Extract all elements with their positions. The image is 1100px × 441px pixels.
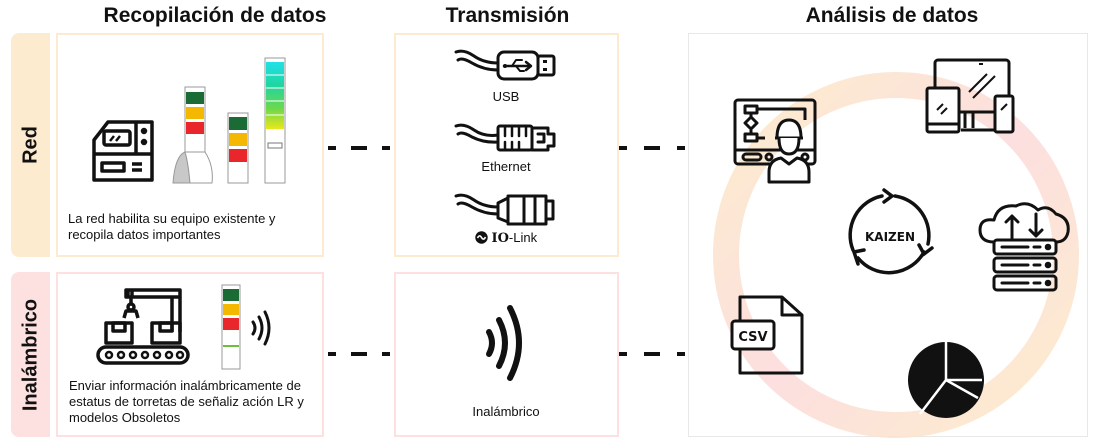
devices-icon: [925, 58, 1015, 134]
signal-tower-multicolor-icon: [264, 57, 286, 184]
analysis-cycle-ring: [713, 72, 1079, 438]
red-transmission-panel: [394, 33, 619, 257]
wireless-collection-caption: Enviar información inalámbricamente de e…: [69, 378, 304, 425]
cloud-server-icon: [978, 202, 1070, 292]
wireless-signal-icon: [486, 305, 522, 381]
signal-tower-led-icon: [172, 86, 213, 184]
wireless-transmission-label: Inalámbrico: [472, 404, 540, 419]
iolink-cable-icon: [454, 193, 555, 226]
red-collection-caption: La red habilita su equipo existente y re…: [68, 211, 276, 242]
kaizen-cycle-icon: KAIZEN: [848, 188, 934, 275]
usb-cable-icon: [454, 49, 556, 81]
engineer-flowchart-icon: [733, 98, 817, 184]
row-label-wireless-text: Inalámbrico: [19, 298, 41, 411]
iolink-logo-icon: [475, 231, 488, 244]
column-title-transmission: Transmisión: [445, 4, 570, 27]
pie-chart-icon: [908, 342, 984, 418]
kaizen-label: KAIZEN: [865, 230, 915, 244]
machine-icon: [92, 120, 154, 182]
row-label-red: Red: [11, 33, 50, 257]
ethernet-cable-icon: [454, 123, 556, 152]
column-title-collection: Recopilación de datos: [103, 4, 327, 27]
row-label-wireless: Inalámbrico: [11, 272, 50, 437]
wireless-collection-panel: [56, 272, 324, 437]
iolink-rest-text: -Link: [508, 230, 538, 245]
robot-arm-conveyor-icon: [96, 288, 190, 365]
signal-tower-wireless-icon: [221, 284, 241, 370]
csv-file-icon: CSV: [730, 295, 804, 375]
iolink-label: IO-Link: [446, 230, 566, 246]
column-title-analysis: Análisis de datos: [805, 4, 979, 27]
ethernet-label: Ethernet: [481, 159, 531, 174]
iolink-bold-text: IO: [491, 231, 509, 246]
wireless-signal-small-icon: [251, 310, 271, 346]
csv-label: CSV: [738, 330, 767, 345]
usb-label: USB: [492, 89, 520, 104]
signal-tower-compact-icon: [227, 112, 249, 184]
row-label-red-text: Red: [19, 126, 41, 164]
